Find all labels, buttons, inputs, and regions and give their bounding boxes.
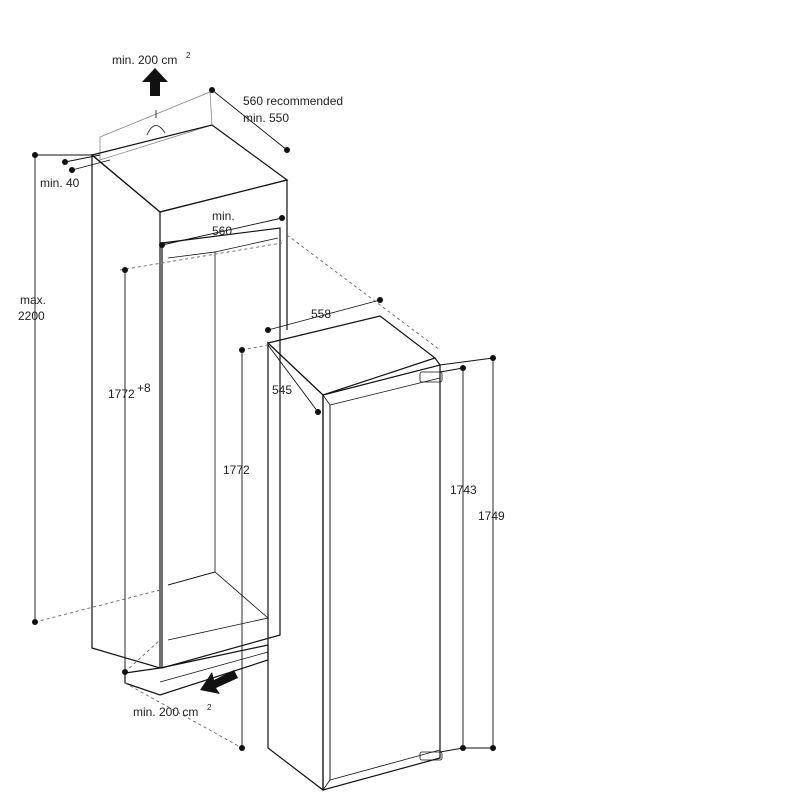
top-vent-symbol [146, 110, 166, 136]
gap-top-label: min. 40 [40, 176, 80, 190]
niche-cabinet [34, 91, 441, 749]
dim-dot [32, 619, 38, 625]
dim-depth-line [211, 89, 288, 151]
projection-line-1 [286, 234, 441, 351]
dim-dot [490, 355, 496, 361]
cabinet-top-face [90, 124, 289, 213]
dim-niche-width-line [161, 217, 283, 246]
appliance-door [322, 364, 441, 791]
dim-dot [159, 242, 165, 248]
vent-top-label: min. 200 cm [112, 53, 177, 67]
depth-min-label: min. 550 [243, 111, 289, 125]
dim-total-ext-top [439, 357, 494, 366]
dim-dot [69, 167, 75, 173]
door-panel [329, 377, 441, 781]
total-height-label: 1749 [478, 509, 505, 523]
appliance [266, 315, 443, 792]
dim-dot [460, 365, 466, 371]
top-vent-outline [99, 91, 213, 161]
appliance-left-face [267, 341, 324, 792]
projection-line-3 [34, 589, 161, 623]
airflow-up-arrow [142, 68, 168, 96]
dim-dot [209, 87, 215, 93]
projection-line-6 [124, 682, 243, 749]
dim-dot [62, 159, 68, 165]
dim-door-ext-top [439, 367, 464, 373]
projection-line-4 [124, 639, 161, 673]
vent-top-superscript: 2 [186, 51, 191, 60]
projection-line-2 [119, 242, 283, 271]
niche-opening [161, 227, 281, 669]
vent-bottom-label: min. 200 cm [133, 705, 198, 719]
dim-gap-line-2 [71, 159, 111, 171]
dim-dot [490, 745, 496, 751]
dimension-lines [32, 87, 496, 753]
appliance-width-label: 558 [311, 307, 331, 321]
dim-dot [239, 745, 245, 751]
cabinet-plinth [124, 644, 269, 696]
door-side [322, 394, 331, 791]
door-hinge-bottom [419, 751, 443, 761]
dim-dot [265, 327, 271, 333]
dim-dot [122, 669, 128, 675]
cabinet-front-edge [159, 179, 288, 330]
door-hinge-top [419, 371, 443, 383]
dim-dot [279, 215, 285, 221]
dim-dot [315, 409, 321, 415]
niche-height-value: 2200 [18, 309, 45, 323]
dim-appliance-depth-line [267, 344, 319, 413]
niche-width-value: 560 [212, 224, 232, 238]
dim-appliance-width-line [267, 299, 381, 331]
depth-recommended-label: 560 recommended [243, 94, 343, 108]
dim-dot [239, 347, 245, 353]
dim-dot [32, 152, 38, 158]
dim-dot [122, 267, 128, 273]
niche-width-min-label: min. [212, 209, 235, 223]
dim-gap-line [64, 154, 101, 163]
dim-dot [284, 147, 290, 153]
airflow-in-arrow [200, 670, 238, 694]
cabinet-left-face [91, 153, 161, 669]
vent-bottom-superscript: 2 [207, 703, 212, 712]
niche-inner-side [214, 237, 279, 253]
appliance-front-edge [434, 357, 441, 366]
projection-line-5 [241, 344, 269, 351]
niche-opening-superscript: +8 [137, 381, 151, 395]
dim-door-ext-bottom [439, 747, 464, 753]
dim-dot [377, 297, 383, 303]
appliance-height-label: 1772 [223, 463, 250, 477]
niche-opening-label: 1772 [108, 387, 135, 401]
niche-inner-back [167, 251, 216, 586]
appliance-top-face [266, 315, 437, 396]
niche-inner-floor [167, 571, 269, 641]
plinth-edge [159, 651, 269, 683]
appliance-depth-label: 545 [272, 383, 292, 397]
niche-height-max-label: max. [20, 293, 46, 307]
door-height-label: 1743 [450, 483, 477, 497]
